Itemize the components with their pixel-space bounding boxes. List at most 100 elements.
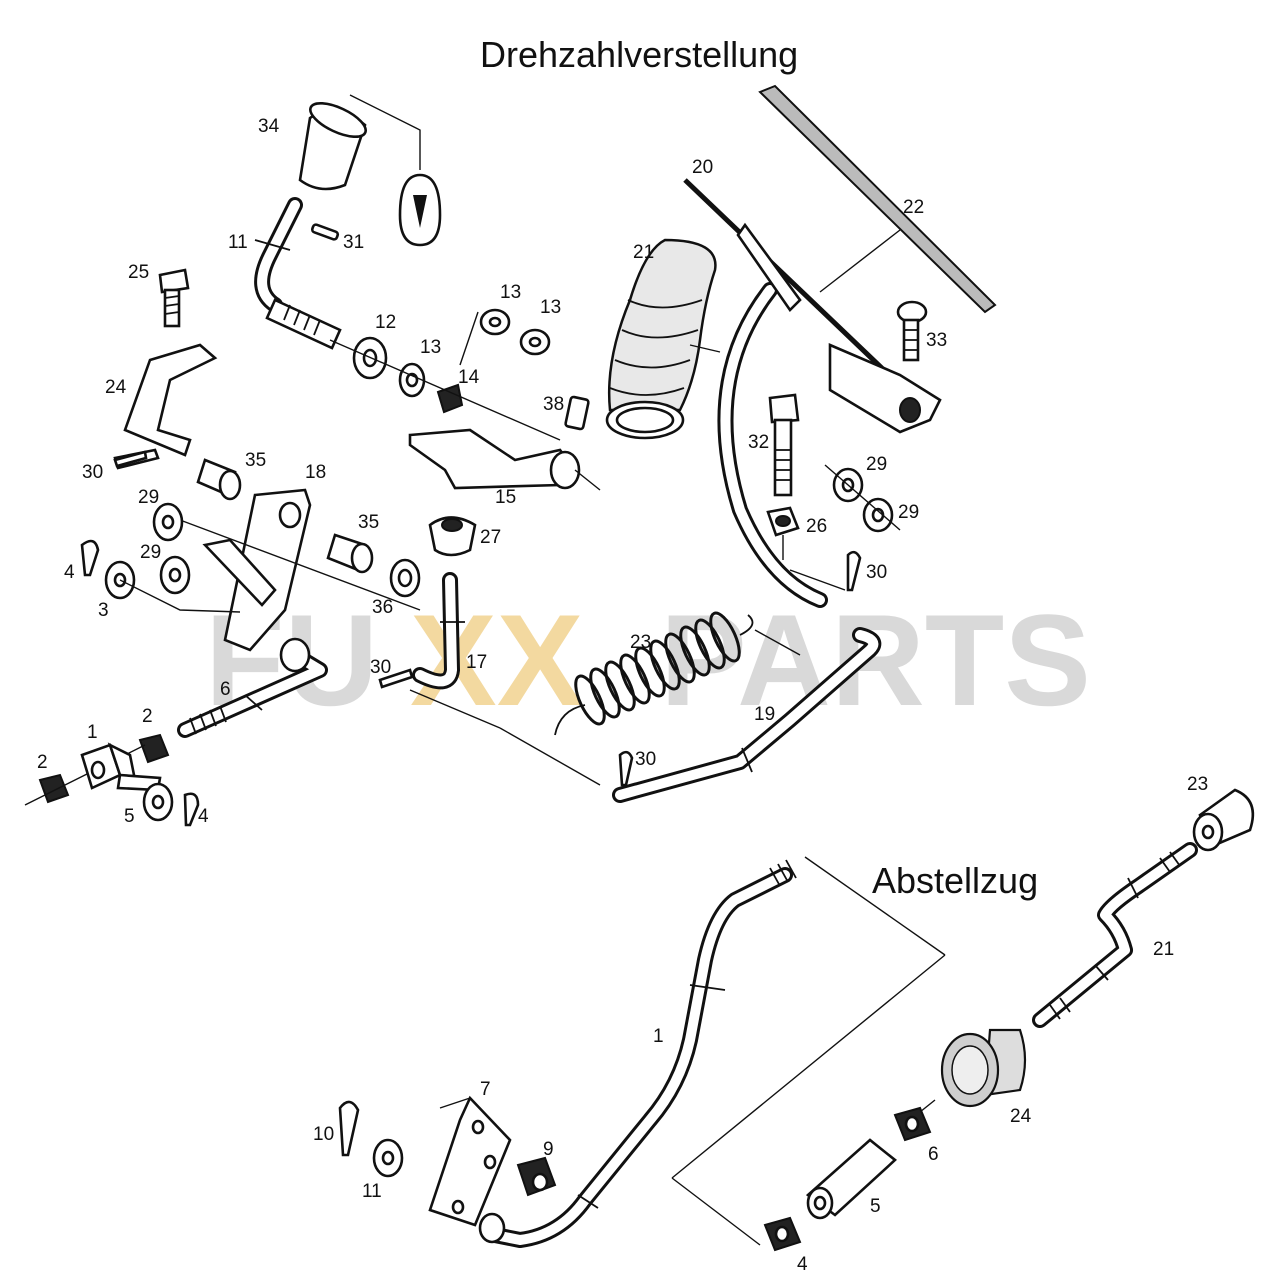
knob-part-23: [1192, 788, 1255, 852]
callout-3: 3: [98, 600, 109, 621]
watermark: FU XX PARTS: [205, 587, 1091, 733]
cotter-pin-part-30c: [846, 550, 862, 592]
callout-26: 26: [806, 516, 827, 537]
callout-29d: 29: [898, 502, 919, 523]
callout-lower-23: 23: [1187, 774, 1208, 795]
callout-30a: 30: [82, 462, 103, 483]
washers-part-29-left: [80, 502, 241, 613]
callout-30c: 30: [866, 562, 887, 583]
callout-19: 19: [754, 704, 775, 725]
callout-13c: 13: [540, 297, 561, 318]
cotter-pin-part-30a: [113, 450, 148, 468]
callout-35b: 35: [358, 512, 379, 533]
link-rod-part-19: [409, 569, 882, 803]
callout-14: 14: [458, 367, 480, 388]
lever-rod-part-11: [254, 197, 340, 313]
callout-13a: 13: [420, 337, 441, 358]
washer-part-11: [372, 1138, 404, 1178]
callout-lower-7: 7: [480, 1079, 491, 1100]
bolt-part-33: [896, 300, 928, 362]
title-abstellzug: Abstellzug: [872, 860, 1038, 901]
callout-24: 24: [105, 377, 127, 398]
bracket-part-24: [113, 343, 218, 470]
callout-30d: 30: [635, 749, 656, 770]
cable-rod-part-1: [487, 856, 946, 1248]
spring-part-23: [554, 611, 754, 736]
callout-32: 32: [748, 432, 769, 453]
callout-31: 31: [343, 232, 364, 253]
lever-plate-part-18: [179, 488, 421, 652]
watermark-mid: XX: [410, 587, 583, 733]
link-rod-part-17: [412, 572, 465, 690]
callout-15: 15: [495, 487, 516, 508]
pedal-plate-part-22: [758, 84, 997, 314]
callout-21: 21: [633, 242, 654, 263]
callout-13b: 13: [500, 282, 521, 303]
callout-lower-11: 11: [362, 1181, 382, 1202]
callout-22: 22: [903, 197, 924, 218]
callout-11: 11: [228, 232, 248, 253]
threaded-rod-part-21: [1032, 842, 1198, 1028]
nut-part-26: [766, 506, 800, 560]
callout-5: 5: [124, 806, 135, 827]
washers-part-13: [459, 308, 551, 366]
callout-lower-10: 10: [313, 1124, 334, 1145]
cotter-pin-part-30d: [618, 750, 634, 787]
callout-33: 33: [926, 330, 947, 351]
upper-callouts: 34 11 31 25 12 13 13 13 14 38 24 30 35 1…: [37, 116, 947, 827]
washer-part-5: [142, 782, 200, 827]
callout-4a: 4: [64, 562, 75, 583]
lower-assembly: 23 21 1 7 9 10 11 24 6 5 4: [313, 774, 1255, 1275]
callout-36: 36: [372, 597, 393, 618]
plate-part-7: [428, 1095, 512, 1244]
callout-23: 23: [630, 632, 651, 653]
callout-lower-5: 5: [870, 1196, 881, 1217]
callout-lower-6: 6: [928, 1144, 939, 1165]
callout-2a: 2: [142, 706, 153, 727]
coupler-part-5: [805, 1138, 897, 1220]
sleeve-part-38: [564, 395, 590, 431]
callout-29a: 29: [138, 487, 159, 508]
callout-6: 6: [220, 679, 231, 700]
cotter-pin-part-10: [338, 1100, 360, 1157]
callout-29c: 29: [866, 454, 887, 475]
callout-2b: 2: [37, 752, 48, 773]
bushing-part-35a: [196, 458, 242, 501]
callout-17: 17: [466, 652, 487, 673]
grommet-part-27: [428, 516, 477, 557]
callout-20: 20: [692, 157, 713, 178]
callout-25: 25: [128, 262, 149, 283]
threaded-shaft-part-12: [265, 298, 561, 441]
callout-lower-24: 24: [1010, 1106, 1032, 1127]
callout-27: 27: [480, 527, 501, 548]
callout-30b: 30: [370, 657, 391, 678]
bushing-part-35b: [326, 533, 374, 574]
washers-part-29-right: [824, 464, 901, 533]
callout-4b: 4: [198, 806, 209, 827]
callout-18: 18: [305, 462, 326, 483]
title-drehzahlverstellung: Drehzahlverstellung: [480, 34, 798, 75]
pedal-arm-part-20: [683, 178, 912, 608]
callout-29b: 29: [140, 542, 161, 563]
washer-part-36: [389, 558, 421, 598]
callout-lower-1: 1: [653, 1026, 664, 1047]
grommet-part-24: [919, 1028, 1027, 1113]
threaded-rod-part-6: [177, 637, 328, 738]
callout-lower-9: 9: [543, 1139, 554, 1160]
cotter-pin-part-30b: [378, 668, 414, 689]
nut-part-9: [516, 1156, 557, 1197]
upper-assembly: 34 11 31 25 12 13 13 13 14 38 24 30 35 1…: [24, 84, 997, 827]
bolt-part-32: [768, 393, 800, 497]
rubber-boot-part-21: [605, 238, 721, 440]
bolt-part-25: [158, 268, 190, 328]
callout-35a: 35: [245, 450, 266, 471]
nut-part-4: [763, 1216, 802, 1252]
callout-lower-21: 21: [1153, 939, 1174, 960]
callout-34: 34: [258, 116, 280, 137]
callout-lower-4: 4: [797, 1254, 808, 1275]
hinge-bracket: [828, 343, 942, 434]
bracket-plate-part-15: [408, 428, 601, 491]
callout-1: 1: [87, 722, 98, 743]
lower-callouts: 23 21 1 7 9 10 11 24 6 5 4: [313, 774, 1208, 1275]
